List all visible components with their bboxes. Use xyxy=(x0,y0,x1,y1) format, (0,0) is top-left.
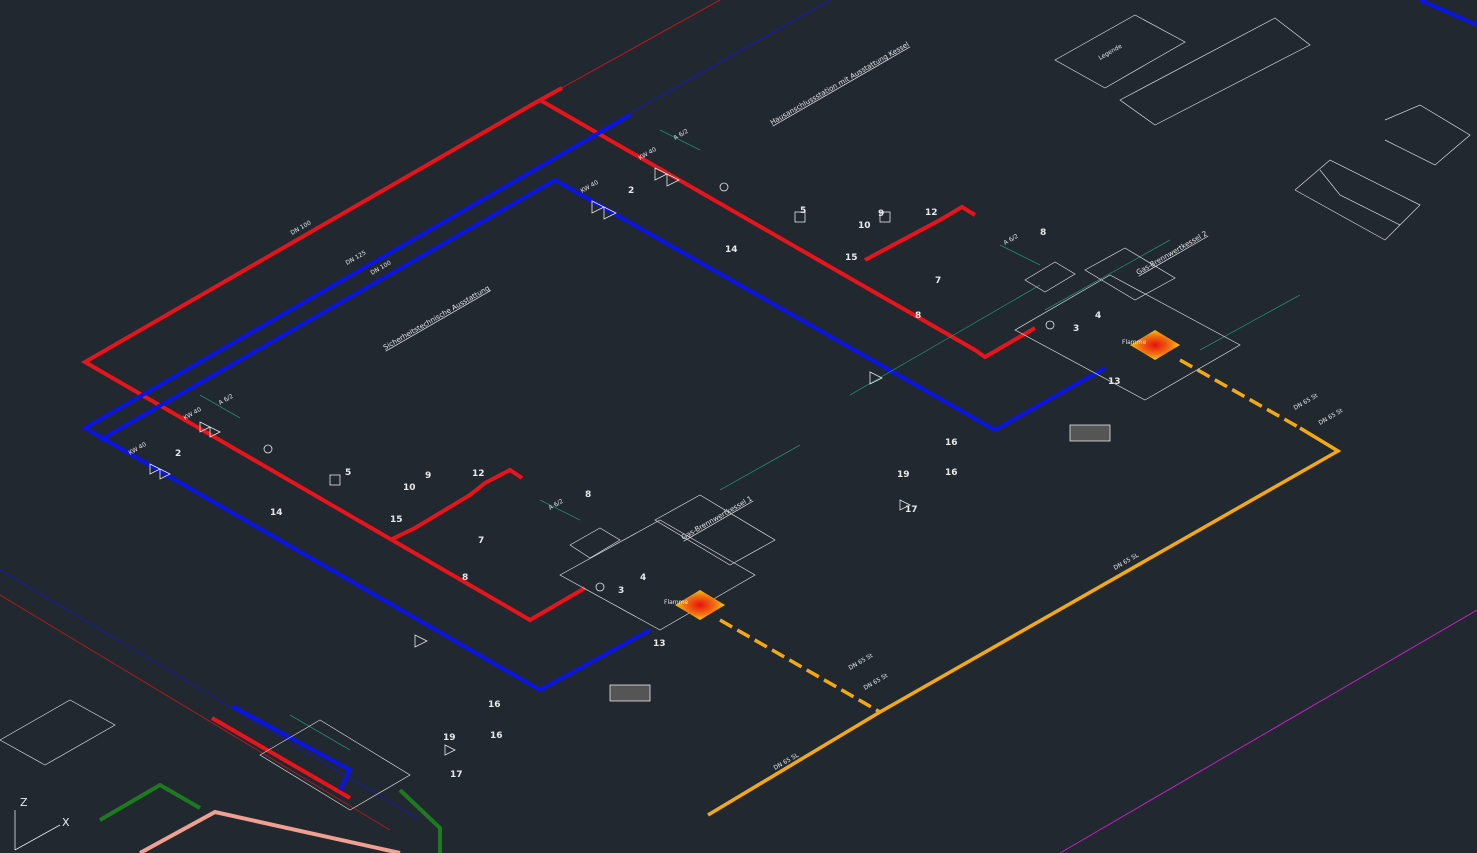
supply-dn-125-label: DN 125 xyxy=(345,249,368,266)
gas-storage-area xyxy=(1054,14,1471,241)
item-number-8a: 8 xyxy=(462,573,468,583)
item-number-19b: 19 xyxy=(897,470,910,480)
item-number-5a: 5 xyxy=(345,468,351,478)
item-numbers: 2 2 5 5 10 10 9 9 12 12 15 15 14 14 7 7 … xyxy=(175,186,1121,780)
item-number-15a: 15 xyxy=(390,515,403,525)
afl-label-1: A 6/2 xyxy=(673,128,690,142)
item-number-12b: 12 xyxy=(925,208,938,218)
burner-flame-1: Flamme xyxy=(664,590,725,620)
valve-symbols xyxy=(149,167,1111,756)
item-number-16b: 16 xyxy=(945,438,958,448)
boiler-housings xyxy=(559,247,1241,631)
item-number-7b: 7 xyxy=(935,276,941,286)
item-number-13b: 13 xyxy=(1108,377,1121,387)
item-number-5b: 5 xyxy=(800,206,806,216)
item-number-3b: 3 xyxy=(1073,324,1079,334)
item-number-9b: 9 xyxy=(878,209,884,219)
item-number-17b: 17 xyxy=(905,505,918,515)
item-number-17a: 17 xyxy=(450,770,463,780)
burner-1-title: Gas-Brennwertkessel 1 xyxy=(680,495,754,542)
gas-pipe-label: DN 65 SL xyxy=(1113,551,1141,571)
ucs-axis-icon: Z X xyxy=(14,796,70,851)
item-number-4a: 4 xyxy=(640,573,646,583)
item-number-18b: 16 xyxy=(945,468,958,478)
flame-label-2: Flamme xyxy=(1122,339,1146,346)
item-number-8c: 8 xyxy=(585,490,591,500)
item-number-8b: 8 xyxy=(915,311,921,321)
gas-dn-label-2: DN 65 St xyxy=(848,652,875,672)
legend-label: Legende xyxy=(1098,43,1124,62)
item-number-10b: 10 xyxy=(858,221,871,231)
axis-z-label: Z xyxy=(20,796,28,809)
instrument-lines xyxy=(199,129,1301,751)
kw-label-3: KW 40 xyxy=(183,406,203,422)
heating-title: Hausanschlussstation mit Ausstattung Kes… xyxy=(769,40,910,126)
item-number-19a: 19 xyxy=(443,733,456,743)
bypass-label-1: DN 65 St xyxy=(1318,407,1345,427)
unit-title: Sicherheitstechnische Ausstattung xyxy=(382,284,491,352)
drawing-annotations: Sicherheitstechnische Ausstattung Gas-Br… xyxy=(128,40,1345,771)
burner-flame-2: Flamme xyxy=(1122,330,1180,360)
item-number-14b: 14 xyxy=(725,245,738,255)
item-number-12a: 12 xyxy=(472,469,485,479)
lower-left-subsystem xyxy=(0,699,442,853)
flame-label-1: Flamme xyxy=(664,599,688,606)
return-pipe-network xyxy=(80,113,1106,693)
afl-label-3: A 6/2 xyxy=(548,498,565,512)
axis-x-label: X xyxy=(62,816,70,829)
item-number-8d: 8 xyxy=(1040,228,1046,238)
bypass-label-2: DN 65 St xyxy=(863,672,890,692)
gas-dn-label-1: DN 65 St xyxy=(1293,392,1320,412)
item-number-3a: 3 xyxy=(618,586,624,596)
item-number-9a: 9 xyxy=(425,471,431,481)
kw-label-1: KW 40 xyxy=(638,146,658,162)
kw-label-4: KW 40 xyxy=(128,441,148,457)
item-number-2a: 2 xyxy=(628,186,634,196)
afl-label-4: A 6/2 xyxy=(1003,233,1020,247)
item-number-13a: 13 xyxy=(653,639,666,649)
item-number-2b: 2 xyxy=(175,449,181,459)
kw-label-2: KW 40 xyxy=(580,179,600,195)
item-number-14a: 14 xyxy=(270,508,283,518)
gas-pipe-network xyxy=(707,358,1342,817)
afl-label-2: A 6/2 xyxy=(218,393,235,407)
item-number-7a: 7 xyxy=(478,536,484,546)
item-number-18a: 16 xyxy=(490,731,503,741)
supply-pipe-network xyxy=(81,86,1037,623)
item-number-15b: 15 xyxy=(845,253,858,263)
item-number-16a: 16 xyxy=(488,700,501,710)
item-number-10a: 10 xyxy=(403,483,416,493)
item-number-4b: 4 xyxy=(1095,311,1101,321)
